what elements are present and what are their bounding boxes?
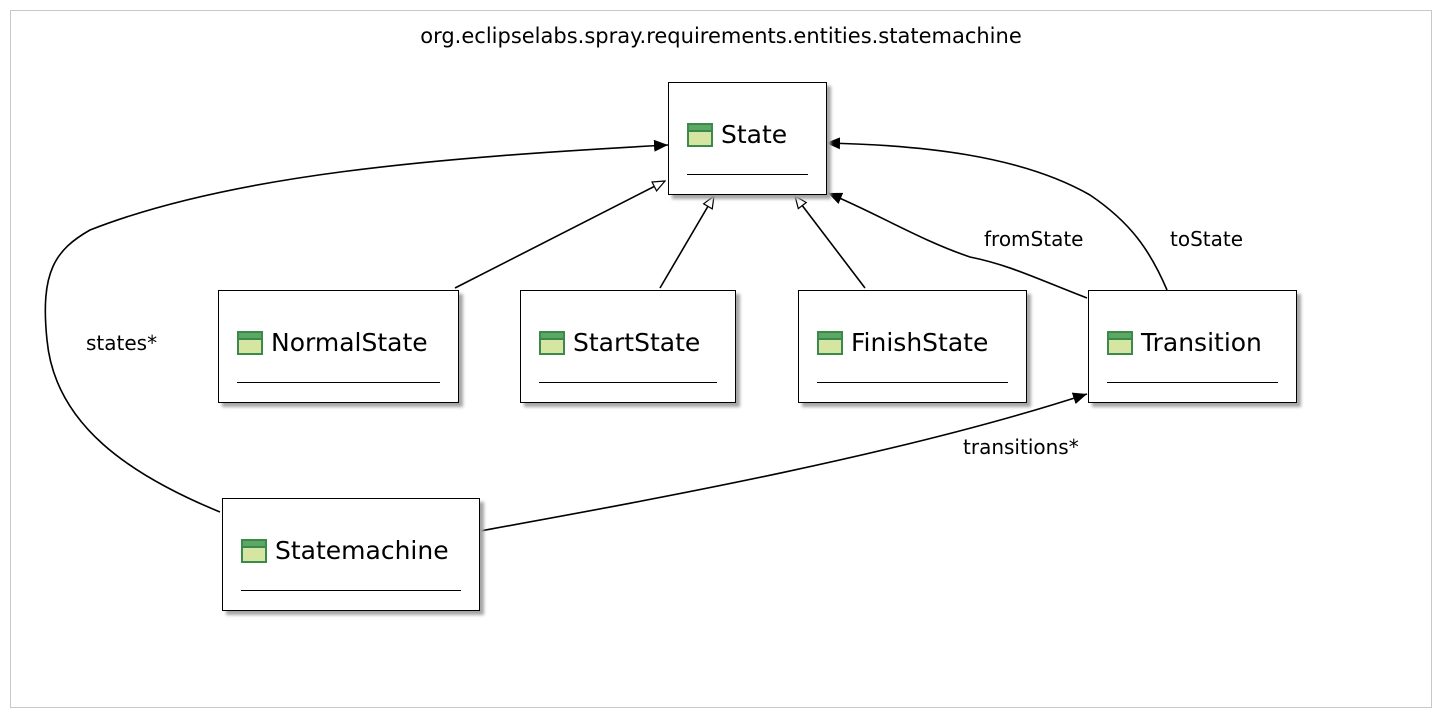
edge-label-to-state: toState	[1170, 227, 1244, 251]
class-statemachine[interactable]: Statemachine	[222, 498, 480, 611]
class-transition[interactable]: Transition	[1088, 290, 1297, 403]
class-separator	[241, 590, 461, 591]
class-separator	[539, 382, 717, 383]
class-name: Statemachine	[275, 536, 449, 565]
association-states[interactable]	[44, 139, 669, 513]
class-header: State	[687, 121, 787, 149]
class-name: NormalState	[271, 328, 428, 357]
class-name: Transition	[1141, 328, 1262, 357]
class-separator	[237, 382, 440, 383]
diagram-title: org.eclipselabs.spray.requirements.entit…	[420, 24, 1022, 48]
class-separator	[1107, 382, 1278, 383]
class-header: NormalState	[237, 329, 428, 357]
class-icon	[1107, 331, 1133, 355]
class-icon	[817, 331, 843, 355]
class-header: Statemachine	[241, 537, 449, 565]
class-separator	[817, 382, 1008, 383]
edge-label-transitions: transitions*	[963, 435, 1079, 459]
class-finishstate[interactable]: FinishState	[798, 290, 1027, 403]
association-transitions[interactable]	[479, 392, 1088, 532]
class-icon	[687, 123, 713, 147]
class-name: State	[721, 120, 788, 149]
class-normalstate[interactable]: NormalState	[218, 290, 459, 403]
class-separator	[687, 174, 808, 175]
diagram-frame	[10, 10, 1432, 708]
class-startstate[interactable]: StartState	[520, 290, 736, 403]
association-from-state[interactable]	[827, 192, 1088, 299]
class-header: Transition	[1107, 329, 1262, 357]
generalization-finishstate-state[interactable]	[795, 196, 866, 289]
class-header: StartState	[539, 329, 700, 357]
class-state[interactable]: State	[668, 82, 827, 195]
generalization-startstate-state[interactable]	[659, 196, 714, 289]
class-icon	[237, 331, 263, 355]
class-icon	[241, 539, 267, 563]
class-icon	[539, 331, 565, 355]
edge-label-states: states*	[86, 331, 158, 355]
association-to-state[interactable]	[825, 137, 1168, 291]
class-header: FinishState	[817, 329, 988, 357]
generalization-normalstate-state[interactable]	[454, 180, 665, 289]
edge-label-from-state: fromState	[984, 227, 1084, 251]
class-name: FinishState	[851, 328, 989, 357]
class-name: StartState	[573, 328, 701, 357]
